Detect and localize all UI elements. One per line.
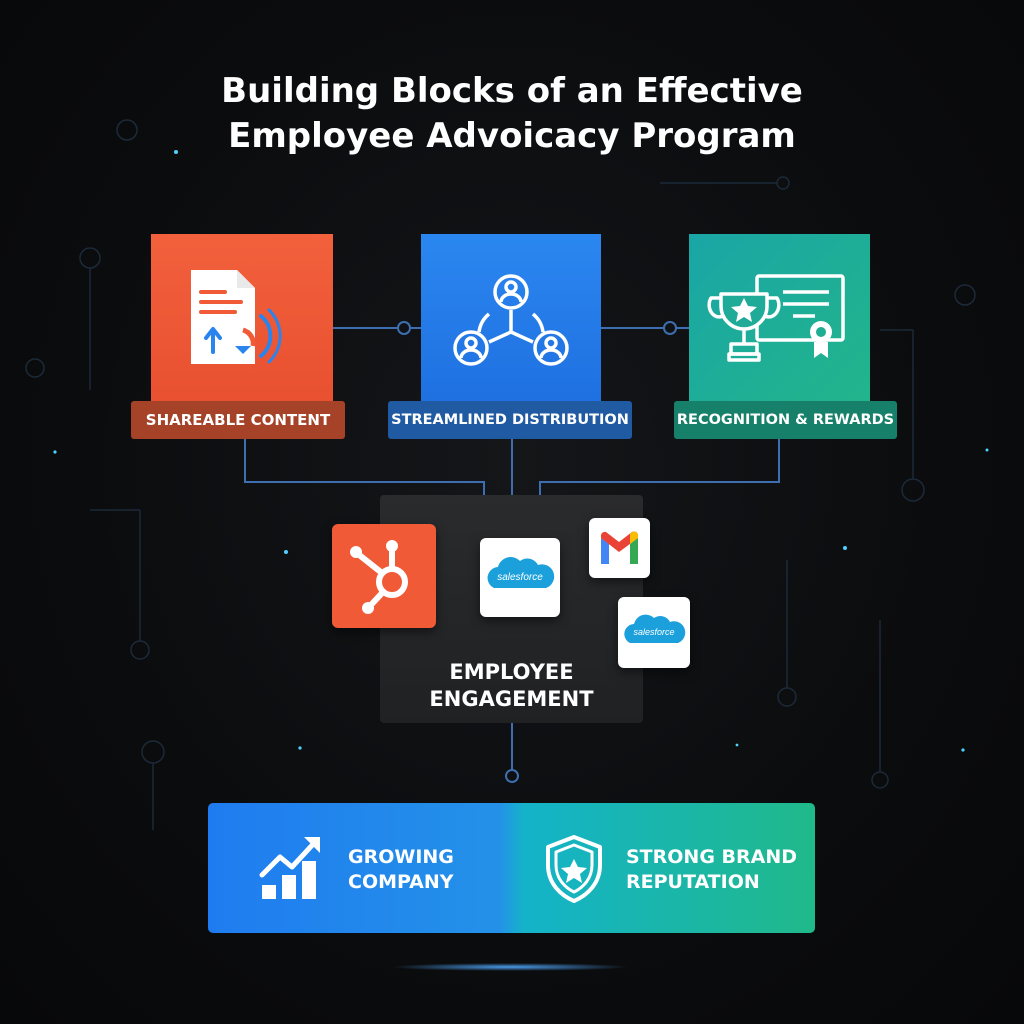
trophy-certificate-icon [707, 274, 845, 362]
bottom-glow [390, 963, 630, 971]
page-title-line1: Building Blocks of an Effective [221, 71, 803, 111]
outcomes-banner: GROWING COMPANY STRONG BRAND REPUTATION [208, 803, 815, 933]
shareable-content-block [151, 234, 333, 410]
recognition-rewards-label: RECOGNITION & REWARDS [674, 401, 897, 439]
people-network-icon [453, 274, 569, 366]
streamlined-distribution-block [421, 234, 601, 410]
brand-reputation-line1: STRONG BRAND [626, 846, 798, 868]
salesforce-icon: salesforce [618, 597, 690, 668]
document-share-icon [191, 270, 282, 364]
shareable-content-label: SHAREABLE CONTENT [131, 401, 345, 439]
page-title-line2: Employee Advoicacy Program [228, 116, 796, 156]
streamlined-distribution-label: STREAMLINED DISTRIBUTION [388, 401, 632, 439]
growing-company-line2: COMPANY [348, 871, 454, 893]
growing-company-line1: GROWING [348, 846, 454, 868]
salesforce-text: salesforce [497, 572, 543, 583]
salesforce-icon: salesforce [480, 538, 560, 617]
hub-label-line2: ENGAGEMENT [429, 687, 594, 711]
brand-reputation-line2: REPUTATION [626, 871, 760, 893]
hubspot-icon [332, 524, 436, 628]
gmail-icon [589, 518, 650, 578]
recognition-rewards-block [689, 234, 870, 410]
shield-star-icon [546, 835, 602, 903]
salesforce-text: salesforce [633, 627, 674, 637]
growth-chart-icon [259, 837, 320, 899]
hub-label-line1: EMPLOYEE [449, 660, 574, 684]
